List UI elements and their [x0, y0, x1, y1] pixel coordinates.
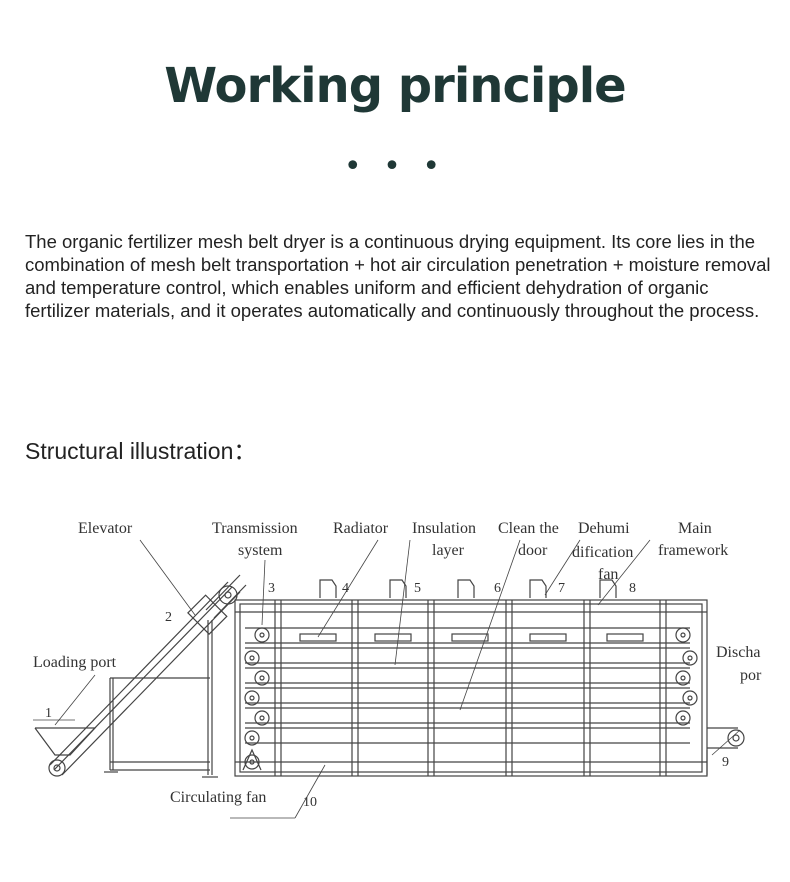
discharge-conveyor: [706, 727, 745, 775]
label-radiator: Radiator: [333, 520, 389, 537]
label-loading-port: Loading port: [33, 654, 117, 671]
mesh-belt-layers: [245, 627, 690, 744]
intro-paragraph: The organic fertilizer mesh belt dryer i…: [25, 231, 771, 321]
label-insulation-line1: Insulation: [412, 520, 476, 537]
label-circulating-fan: Circulating fan: [170, 789, 266, 806]
label-transmission-line2: system: [238, 542, 283, 559]
loading-hopper: [34, 727, 97, 756]
radiator-units: [299, 633, 644, 642]
label-elevator: Elevator: [78, 520, 133, 537]
part-number-5: 5: [414, 581, 421, 596]
label-clean-door-line1: Clean the: [498, 520, 559, 537]
dryer-main-body: [234, 599, 708, 777]
part-number-6: 6: [494, 581, 501, 596]
dehumidification-ducts: [319, 579, 617, 598]
label-discharge-line1: Discha: [716, 644, 760, 661]
elevator-support-frame: [104, 620, 218, 778]
label-dehumi-line2: dification: [572, 544, 633, 561]
part-number-8: 8: [629, 581, 636, 596]
title-divider-dots: • • •: [343, 149, 447, 184]
label-discharge-line2: por: [740, 667, 762, 684]
part-number-2: 2: [165, 610, 172, 625]
page-title: Working principle: [164, 58, 626, 114]
section-heading: Structural illustration：: [25, 438, 257, 464]
part-number-1: 1: [45, 706, 52, 721]
part-number-3: 3: [268, 581, 275, 596]
label-insulation-line2: layer: [432, 542, 465, 559]
belt-rollers: [244, 627, 698, 746]
label-main-line1: Main: [678, 520, 712, 537]
leader-lines: [33, 539, 741, 819]
part-number-7: 7: [558, 581, 565, 596]
part-number-10: 10: [303, 795, 317, 810]
label-clean-door-line2: door: [518, 542, 548, 559]
label-dehumi-line3: fan: [598, 566, 618, 583]
label-transmission-line1: Transmission: [212, 520, 298, 537]
label-dehumi-line1: Dehumi: [578, 520, 630, 537]
part-number-9: 9: [722, 755, 729, 770]
dryer-structure-diagram: Elevator Transmission system Radiator In…: [33, 520, 762, 819]
label-main-line2: framework: [658, 542, 728, 559]
part-number-4: 4: [342, 581, 349, 596]
circulating-fan: [242, 748, 262, 771]
